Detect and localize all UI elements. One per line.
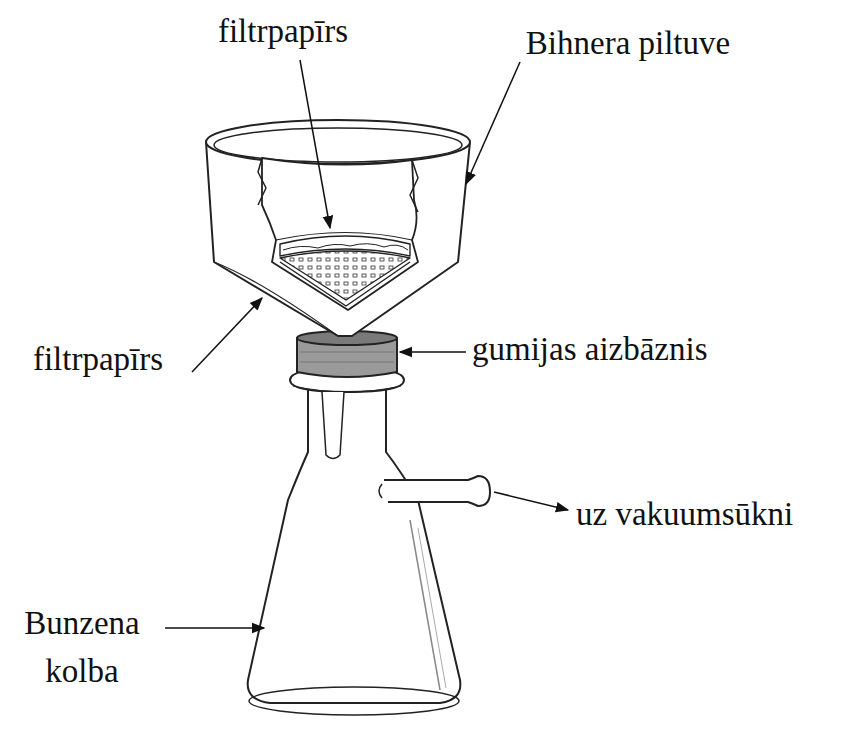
bunsen-flask [248, 368, 490, 715]
part-label: Bunzena kolba [7, 600, 157, 696]
rubber-stopper [297, 331, 397, 377]
part-label: gumijas aizbāznis [472, 326, 708, 374]
buchner-funnel [206, 120, 470, 336]
part-label: filtrpapīrs [33, 336, 163, 384]
part-label: uz vakuumsūkni [576, 491, 793, 539]
part-label: filtrpapīrs [218, 8, 348, 56]
part-label: Bihnera piltuve [526, 20, 730, 68]
